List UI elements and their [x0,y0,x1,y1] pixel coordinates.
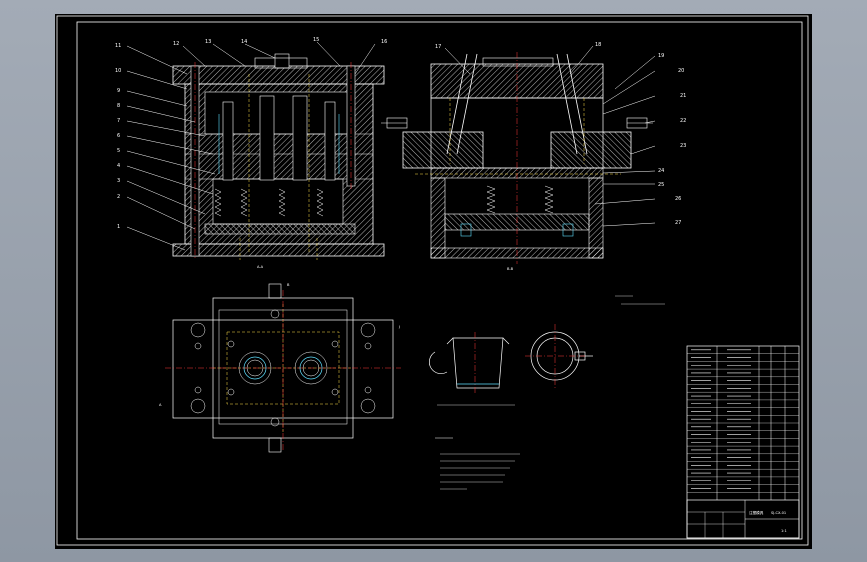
right-section-view: B-B [381,45,656,271]
part-sketch-top [525,324,593,388]
inner-border [76,21,803,540]
plan-view: A J B [159,283,401,453]
drawing-scale: 1:1 [781,529,787,533]
part-label: 7 [117,118,120,124]
part-label: 2 [117,194,120,200]
part-label: 8 [117,103,120,109]
part-label: 17 [435,44,441,50]
part-label: 21 [680,93,686,99]
part-label: 22 [680,118,686,124]
bom-table [687,349,799,493]
part-label: 10 [115,68,121,74]
plan-marker-right: J [398,325,400,329]
outer-border [56,15,809,546]
part-label: 11 [115,43,121,49]
part-label: 3 [117,178,120,184]
right-part-labels: 17 18 19 20 21 22 23 24 25 26 27 [435,42,686,226]
part-label: 18 [595,42,601,48]
drawing-number: SJ-CX-01 [771,511,786,515]
part-label: 15 [313,37,319,43]
plan-marker-left: A [159,403,162,407]
part-label: 13 [205,39,211,45]
part-sketch-section [429,332,510,394]
part-label: 14 [241,39,247,45]
technical-notes [435,295,665,490]
part-label: 27 [675,220,681,226]
plan-marker-top: B [287,283,290,287]
title-block: 注塑模具 SJ-CX-01 1:1 [686,345,800,539]
section-label-left: A-A [257,265,264,269]
top-left-part-labels: 12 13 14 15 16 [173,37,387,47]
left-section-view: A-A [126,41,385,269]
part-label: 23 [680,143,686,149]
part-label: 4 [117,163,120,169]
drawing-sheet: A-A 11 10 9 8 7 6 5 4 3 2 1 12 13 14 15 [55,14,812,549]
drawing-title: 注塑模具 [749,510,764,515]
left-part-labels: 11 10 9 8 7 6 5 4 3 2 1 [115,43,121,230]
part-label: 5 [117,148,120,154]
part-label: 26 [675,196,681,202]
part-label: 12 [173,41,179,47]
part-label: 25 [658,182,664,188]
part-label: 19 [658,53,664,59]
part-label: 9 [117,88,120,94]
part-label: 1 [117,224,120,230]
part-label: 6 [117,133,120,139]
mold-assembly-drawing: A-A 11 10 9 8 7 6 5 4 3 2 1 12 13 14 15 [56,15,809,546]
part-label: 20 [678,68,684,74]
part-label: 16 [381,39,387,45]
section-label-right: B-B [507,267,514,271]
part-label: 24 [658,168,664,174]
